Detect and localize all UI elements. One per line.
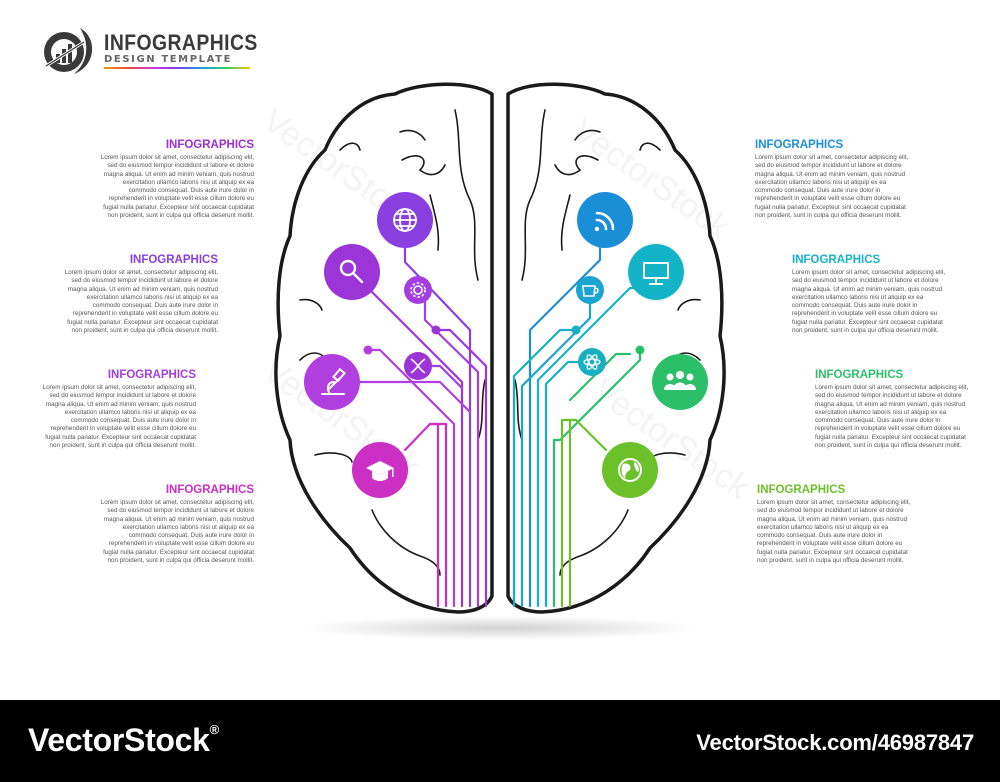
- info-block-left-3: INFOGRAPHICS Lorem ipsum dolor sit amet,…: [36, 368, 196, 450]
- info-block-right-4: INFOGRAPHICS Lorem ipsum dolor sit amet,…: [757, 483, 917, 565]
- header-title: INFOGRAPHICS: [104, 30, 258, 55]
- brain-diagram: [274, 82, 726, 640]
- node-atom: [578, 348, 606, 376]
- info-block-title: INFOGRAPHICS: [757, 484, 846, 496]
- footer-brand-name: VectorStock: [28, 722, 210, 758]
- info-block-title: INFOGRAPHICS: [107, 369, 196, 381]
- magnifier-icon: [339, 259, 364, 284]
- info-block-text: Lorem ipsum dolor sit amet, consectetur …: [755, 154, 909, 220]
- atom-icon: [583, 354, 601, 370]
- footer-registered-mark: ®: [209, 722, 220, 737]
- node-microscope: [304, 354, 360, 410]
- brain-shadow: [300, 616, 700, 640]
- node-coffee: [576, 276, 604, 304]
- gear-icon: [410, 282, 426, 298]
- info-block-title: INFOGRAPHICS: [815, 369, 904, 381]
- info-block-title: INFOGRAPHICS: [165, 139, 254, 151]
- info-block-right-3: INFOGRAPHICS Lorem ipsum dolor sit amet,…: [815, 368, 975, 450]
- footer-brand: VectorStock®: [28, 722, 219, 759]
- infographic-canvas: VectorStock VectorStock VectorStock Vect…: [36, 18, 975, 640]
- node-globe: [377, 192, 433, 248]
- info-block-title: INFOGRAPHICS: [792, 254, 881, 266]
- header-logo: INFOGRAPHICS DESIGN TEMPLATE: [38, 18, 278, 78]
- monitor-icon: [643, 262, 669, 285]
- info-block-text: Lorem ipsum dolor sit amet, consectetur …: [42, 384, 196, 450]
- dna-icon: [410, 358, 426, 374]
- info-block-left-2: INFOGRAPHICS Lorem ipsum dolor sit amet,…: [58, 253, 218, 335]
- globe-icon: [393, 208, 417, 232]
- node-gear: [404, 276, 432, 304]
- info-block-right-2: INFOGRAPHICS Lorem ipsum dolor sit amet,…: [792, 253, 952, 335]
- info-block-text: Lorem ipsum dolor sit amet, consectetur …: [64, 269, 218, 335]
- node-graduation-cap: [352, 442, 408, 498]
- left-sulci: [299, 109, 486, 576]
- right-hemisphere-outline: [506, 82, 726, 614]
- header-subtitle: DESIGN TEMPLATE: [104, 54, 233, 65]
- node-dna: [404, 352, 432, 380]
- node-wifi: [577, 192, 633, 248]
- left-terminal-dots: [363, 325, 441, 355]
- coffee-icon: [582, 285, 599, 297]
- wifi-icon: [594, 211, 615, 232]
- footer-bar: VectorStock® VectorStock.com/46987847: [0, 700, 1000, 782]
- info-block-title: INFOGRAPHICS: [755, 139, 844, 151]
- info-block-text: Lorem ipsum dolor sit amet, consectetur …: [100, 154, 254, 220]
- right-sulci: [514, 109, 701, 576]
- team-icon: [664, 371, 696, 390]
- info-block-left-1: INFOGRAPHICS Lorem ipsum dolor sit amet,…: [94, 138, 254, 220]
- node-team: [652, 354, 708, 410]
- info-block-left-4: INFOGRAPHICS Lorem ipsum dolor sit amet,…: [94, 483, 254, 565]
- info-block-text: Lorem ipsum dolor sit amet, consectetur …: [792, 269, 946, 335]
- footer-image-id: VectorStock.com/46987847: [696, 730, 974, 755]
- node-magnifier: [324, 244, 380, 300]
- graduation-cap-icon: [366, 461, 394, 481]
- right-terminal-dots: [571, 325, 645, 355]
- info-block-title: INFOGRAPHICS: [129, 254, 218, 266]
- node-earth: [602, 442, 658, 498]
- info-block-text: Lorem ipsum dolor sit amet, consectetur …: [815, 384, 969, 450]
- header-color-bar: [104, 67, 250, 69]
- microscope-icon: [321, 367, 346, 395]
- info-block-title: INFOGRAPHICS: [165, 484, 254, 496]
- info-block-right-1: INFOGRAPHICS Lorem ipsum dolor sit amet,…: [755, 138, 915, 220]
- info-block-text: Lorem ipsum dolor sit amet, consectetur …: [100, 499, 254, 565]
- right-circuit-lines: [512, 236, 650, 608]
- earth-icon: [618, 458, 642, 482]
- left-hemisphere-outline: [274, 82, 494, 614]
- info-block-text: Lorem ipsum dolor sit amet, consectetur …: [757, 499, 911, 565]
- node-monitor: [628, 244, 684, 300]
- logo-mark-icon: [44, 28, 93, 74]
